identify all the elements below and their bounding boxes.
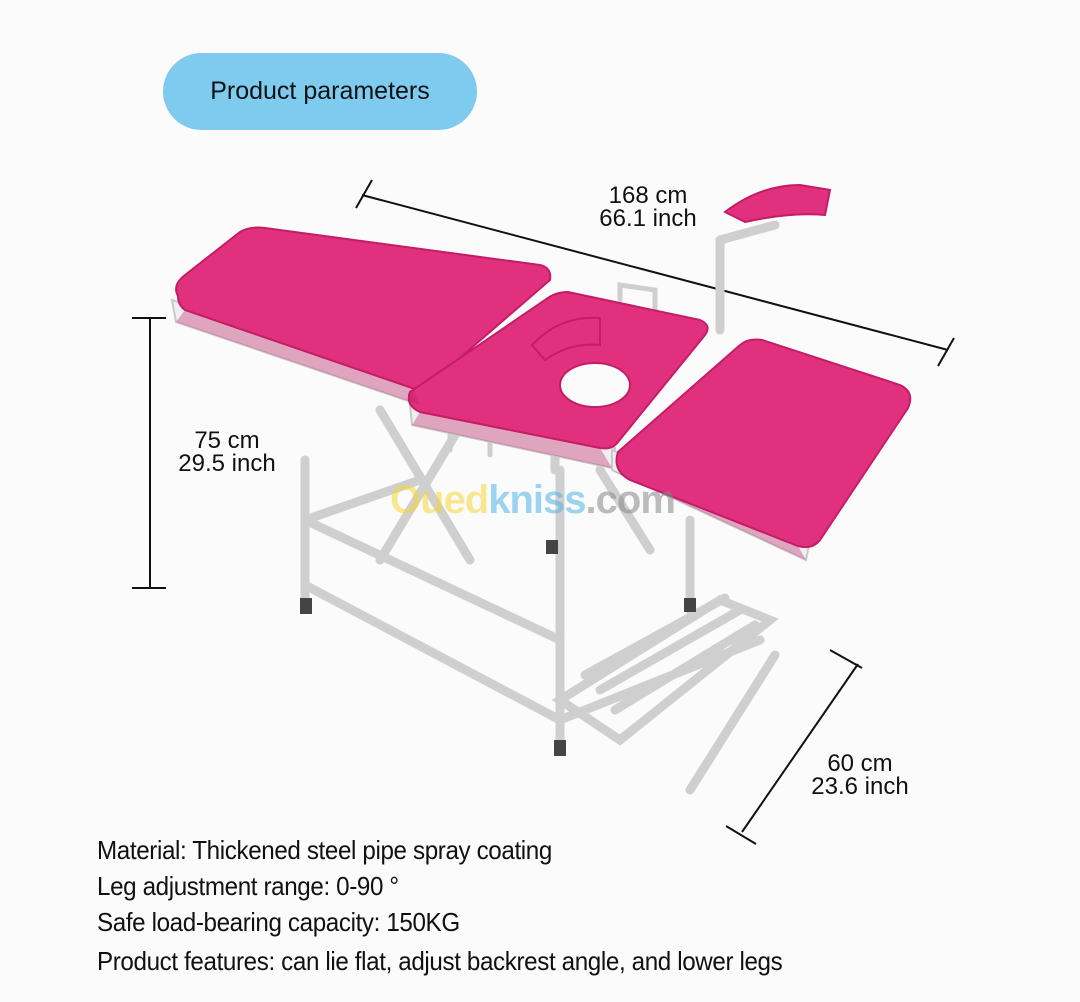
spec-leg-adjustment: Leg adjustment range: 0-90 ° — [97, 871, 399, 901]
badge-label: Product parameters — [210, 77, 430, 105]
height-inch: 29.5 inch — [178, 450, 276, 477]
height-dimension-line — [132, 317, 166, 589]
spec-load-capacity: Safe load-bearing capacity: 150KG — [97, 907, 460, 937]
height-cm: 75 cm — [194, 427, 260, 454]
leg-rest-right — [723, 183, 832, 224]
length-cm: 168 cm — [608, 182, 688, 209]
height-label: 75 cm 29.5 inch — [157, 427, 297, 477]
width-inch: 23.6 inch — [811, 773, 909, 800]
width-label: 60 cm 23.6 inch — [790, 750, 930, 800]
watermark-part2: kniss — [488, 478, 586, 522]
leg-rest-left — [530, 316, 601, 362]
perineal-cutout — [559, 362, 631, 408]
width-cm: 60 cm — [827, 750, 893, 777]
leg-feet — [300, 540, 696, 756]
head-pad — [175, 226, 552, 390]
watermark: Ouedkniss.com — [390, 478, 676, 523]
middle-pad — [407, 290, 709, 450]
length-label: 168 cm 66.1 inch — [578, 182, 718, 232]
foot-pad — [615, 338, 912, 549]
steel-frame — [300, 220, 780, 795]
length-dimension-line — [355, 179, 955, 367]
spec-material: Material: Thickened steel pipe spray coa… — [97, 835, 552, 865]
spec-features: Product features: can lie flat, adjust b… — [97, 946, 783, 976]
width-dimension-line — [725, 649, 863, 845]
product-parameters-badge: Product parameters — [163, 53, 477, 130]
pad-shading — [176, 310, 806, 560]
pink-pads — [175, 183, 912, 549]
watermark-part1: Oued — [390, 478, 489, 522]
watermark-part3: .com — [585, 478, 676, 522]
length-inch: 66.1 inch — [599, 205, 697, 232]
